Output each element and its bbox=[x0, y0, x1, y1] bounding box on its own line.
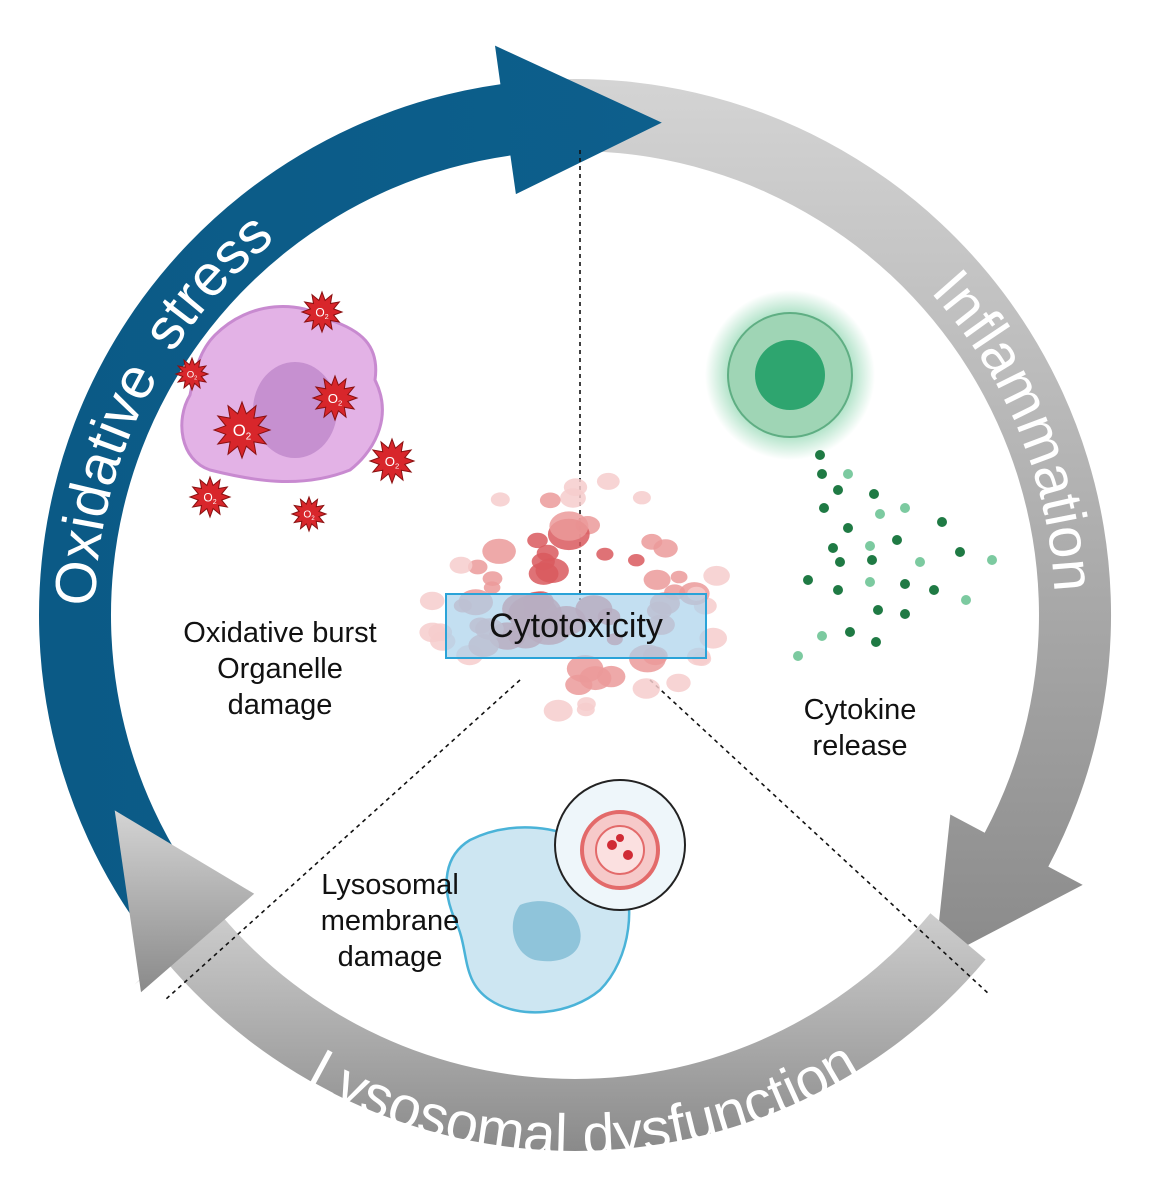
cell-fragment bbox=[419, 591, 445, 611]
cell-fragment bbox=[566, 655, 604, 683]
lysosomal-arrow-head bbox=[114, 810, 255, 993]
cell-fragment bbox=[703, 565, 730, 586]
cell-fragment bbox=[653, 539, 678, 558]
cytokine-dot bbox=[900, 609, 910, 619]
cytokine-dot bbox=[915, 557, 925, 567]
cytokine-dot bbox=[865, 577, 875, 587]
inflammation-arrow bbox=[556, 78, 1112, 963]
cytokine-dot bbox=[819, 503, 829, 513]
cytokine-dot bbox=[833, 485, 843, 495]
cytotoxicity-label: Cytotoxicity bbox=[489, 606, 663, 645]
ros-starburst: O2 bbox=[290, 495, 328, 533]
ros-starburst: O2 bbox=[174, 356, 210, 392]
cell-fragment bbox=[449, 556, 473, 574]
ros-starburst: O2 bbox=[212, 400, 272, 460]
caption-line: Cytokine bbox=[803, 694, 917, 726]
cytokine-dot bbox=[817, 469, 827, 479]
cytokine-dot bbox=[873, 605, 883, 615]
cell-fragment bbox=[490, 492, 510, 507]
cell-fragment bbox=[527, 532, 548, 549]
ros-label: O2 bbox=[187, 370, 198, 382]
dotted-connectors bbox=[164, 150, 991, 1001]
cytokine-dot bbox=[929, 585, 939, 595]
ros-starburst: O2 bbox=[188, 475, 232, 519]
cytotoxicity-label-box: Cytotoxicity bbox=[445, 593, 707, 659]
cell-fragment bbox=[670, 570, 688, 584]
cytokine-dot bbox=[803, 575, 813, 585]
cell-fragment bbox=[549, 511, 589, 541]
caption-line: Organelle bbox=[217, 653, 343, 685]
cytokine-dot bbox=[817, 631, 827, 641]
cell-fragment bbox=[536, 544, 559, 562]
caption-line: damage bbox=[337, 941, 443, 973]
cell-fragment bbox=[576, 702, 595, 717]
oxidative-panel-caption: Oxidative burst Organelle damage bbox=[150, 615, 410, 723]
cell-fragment bbox=[482, 571, 503, 586]
cytokine-dot bbox=[871, 637, 881, 647]
cytokine-dots bbox=[793, 450, 997, 661]
lysosomal-dysfunction-arrow bbox=[134, 888, 986, 1151]
cytokine-dot bbox=[793, 651, 803, 661]
cytokine-dot bbox=[875, 509, 885, 519]
cell-fragment bbox=[528, 562, 559, 585]
caption-line: Oxidative burst bbox=[183, 617, 377, 649]
cell-fragment bbox=[467, 559, 488, 575]
caption-line: Lysosomal bbox=[321, 869, 459, 901]
cell-fragment bbox=[596, 547, 614, 561]
cytokine-dot bbox=[900, 579, 910, 589]
cytokine-dot bbox=[987, 555, 997, 565]
oxidative-cell-illustration bbox=[180, 305, 384, 483]
cytokine-dot bbox=[867, 555, 877, 565]
cell-fragment bbox=[543, 699, 573, 722]
ros-starburst: O2 bbox=[300, 290, 344, 334]
cell-fragment bbox=[666, 673, 691, 693]
cytokine-dot bbox=[843, 523, 853, 533]
cytokine-dot bbox=[900, 503, 910, 513]
cytokine-dot bbox=[843, 469, 853, 479]
cell-fragment bbox=[596, 472, 620, 490]
cytokine-dot bbox=[869, 489, 879, 499]
lysosomal-cell-illustration bbox=[445, 779, 686, 1014]
ros-starburst: O2 bbox=[368, 437, 416, 485]
oxidative-stress-arrow bbox=[39, 45, 662, 960]
cytokine-dot bbox=[961, 595, 971, 605]
cytokine-dot bbox=[845, 627, 855, 637]
inflammation-panel-caption: Cytokine release bbox=[775, 692, 945, 764]
caption-line: damage bbox=[227, 689, 333, 721]
caption-line: membrane bbox=[320, 905, 460, 937]
cytokine-dot bbox=[865, 541, 875, 551]
cell-fragment bbox=[632, 491, 651, 505]
cytokine-dot bbox=[835, 557, 845, 567]
lysosomal-panel-caption: Lysosomal membrane damage bbox=[300, 867, 480, 975]
cytokine-dot bbox=[833, 585, 843, 595]
cytokine-dot bbox=[815, 450, 825, 460]
cell-fragment bbox=[563, 478, 588, 497]
immune-cell-illustration bbox=[705, 290, 875, 460]
cell-fragment bbox=[539, 492, 561, 509]
cell-fragment bbox=[628, 554, 645, 567]
cytokine-dot bbox=[937, 517, 947, 527]
caption-line: release bbox=[812, 730, 908, 762]
ros-label: O2 bbox=[303, 510, 314, 522]
oxidative-stress-label-word-1: Oxidative bbox=[43, 351, 170, 607]
cell-fragment bbox=[482, 538, 516, 564]
cell-fragment bbox=[632, 678, 660, 699]
cell-fragment bbox=[483, 581, 501, 594]
cell-fragment bbox=[643, 569, 671, 590]
cytokine-dot bbox=[892, 535, 902, 545]
cytokine-dot bbox=[828, 543, 838, 553]
ros-starburst: O2 bbox=[311, 374, 359, 422]
cytokine-dot bbox=[955, 547, 965, 557]
